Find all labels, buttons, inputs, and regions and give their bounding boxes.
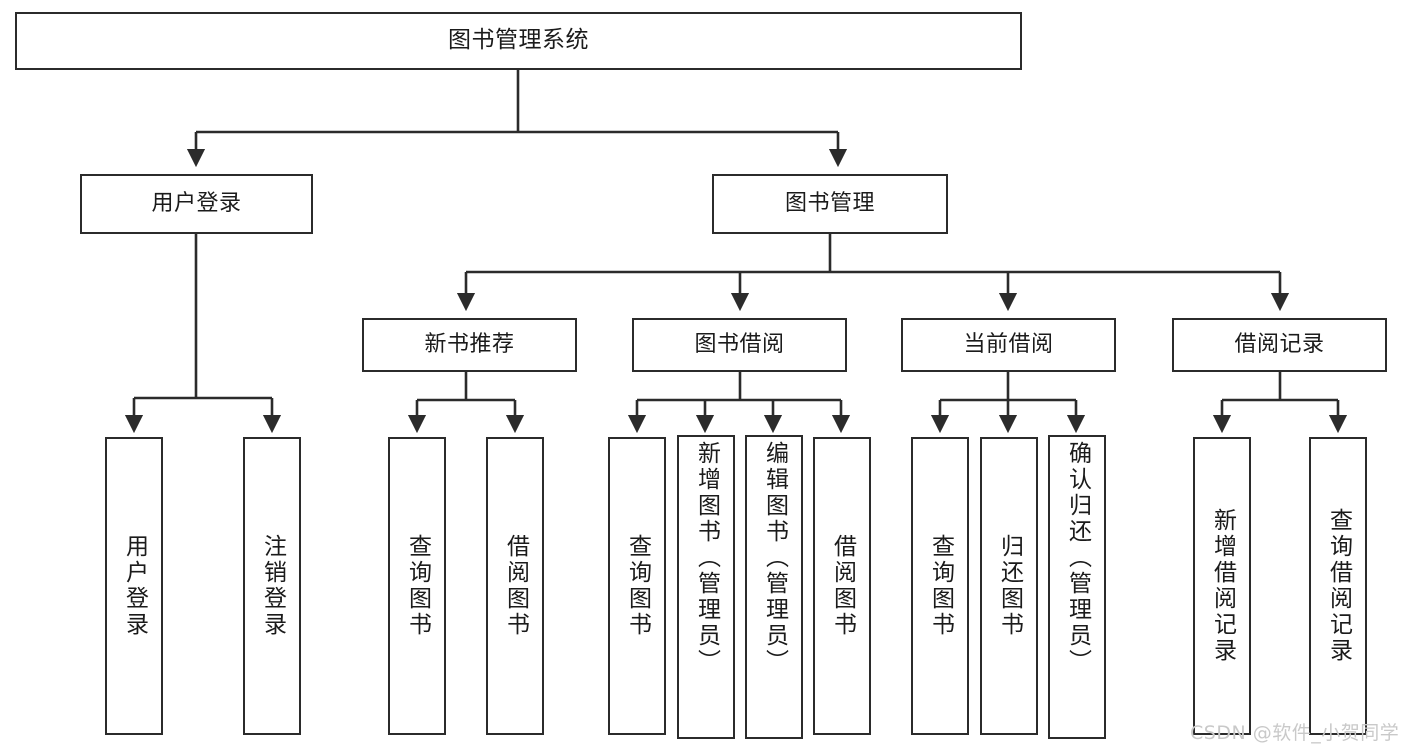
node-new-book-rec-label: 新书推荐 — [424, 332, 515, 358]
node-user-login[interactable]: 用户登录 — [80, 174, 313, 234]
node-leaf-return-book-label: 归还图书 — [996, 534, 1023, 638]
node-leaf-confirm-return[interactable]: 确认归还（管理员） — [1048, 435, 1106, 739]
node-user-login-label: 用户登录 — [151, 191, 242, 217]
node-leaf-confirm-return-label: 确认归还（管理员） — [1064, 441, 1091, 675]
node-leaf-edit-book[interactable]: 编辑图书（管理员） — [745, 435, 803, 739]
node-leaf-borrow-book-2-label: 借阅图书 — [829, 534, 856, 638]
node-book-manage[interactable]: 图书管理 — [712, 174, 948, 234]
node-leaf-borrow-book-2[interactable]: 借阅图书 — [813, 437, 871, 735]
node-leaf-query-book-1-label: 查询图书 — [404, 534, 431, 638]
node-leaf-borrow-book-1[interactable]: 借阅图书 — [486, 437, 544, 735]
node-root-system[interactable]: 图书管理系统 — [15, 12, 1022, 70]
node-leaf-add-record-label: 新增借阅记录 — [1209, 508, 1236, 664]
node-leaf-user-login[interactable]: 用户登录 — [105, 437, 163, 735]
node-root-system-label: 图书管理系统 — [448, 27, 589, 54]
node-book-manage-label: 图书管理 — [784, 191, 875, 217]
node-leaf-borrow-book-1-label: 借阅图书 — [502, 534, 529, 638]
node-current-borrow[interactable]: 当前借阅 — [901, 318, 1116, 372]
node-leaf-return-book[interactable]: 归还图书 — [980, 437, 1038, 735]
node-leaf-query-record[interactable]: 查询借阅记录 — [1309, 437, 1367, 735]
node-leaf-edit-book-label: 编辑图书（管理员） — [761, 441, 788, 675]
node-leaf-logout-login-label: 注销登录 — [259, 534, 286, 638]
node-leaf-logout-login[interactable]: 注销登录 — [243, 437, 301, 735]
node-current-borrow-label: 当前借阅 — [963, 332, 1054, 358]
node-leaf-query-book-3-label: 查询图书 — [927, 534, 954, 638]
node-borrow-record[interactable]: 借阅记录 — [1172, 318, 1387, 372]
node-leaf-query-book-1[interactable]: 查询图书 — [388, 437, 446, 735]
node-leaf-user-login-label: 用户登录 — [121, 534, 148, 638]
node-leaf-add-book[interactable]: 新增图书（管理员） — [677, 435, 735, 739]
node-borrow-record-label: 借阅记录 — [1234, 332, 1325, 358]
node-leaf-query-book-2-label: 查询图书 — [624, 534, 651, 638]
node-book-borrow-label: 图书借阅 — [694, 332, 785, 358]
node-leaf-query-book-3[interactable]: 查询图书 — [911, 437, 969, 735]
node-leaf-add-record[interactable]: 新增借阅记录 — [1193, 437, 1251, 735]
node-leaf-query-book-2[interactable]: 查询图书 — [608, 437, 666, 735]
node-leaf-add-book-label: 新增图书（管理员） — [693, 441, 720, 675]
node-book-borrow[interactable]: 图书借阅 — [632, 318, 847, 372]
node-leaf-query-record-label: 查询借阅记录 — [1325, 508, 1352, 664]
csdn-watermark: CSDN @软件_小贺同学 — [1190, 722, 1400, 744]
node-new-book-rec[interactable]: 新书推荐 — [362, 318, 577, 372]
